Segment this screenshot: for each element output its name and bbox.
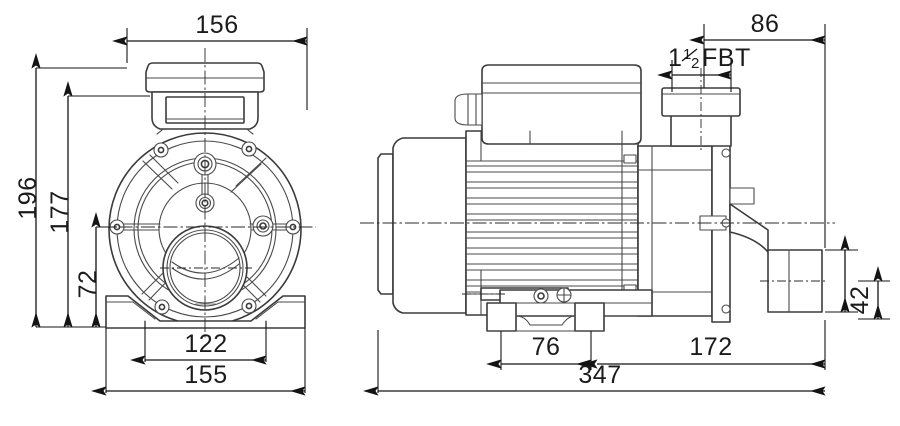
base-right-bevel bbox=[255, 301, 279, 320]
dim-label-347: 347 bbox=[578, 361, 621, 389]
side-view bbox=[360, 64, 835, 332]
foot-left bbox=[486, 302, 517, 332]
frame-lug-top bbox=[623, 154, 637, 164]
bolt-hole-ne-center bbox=[245, 145, 253, 153]
pump-flange-plate bbox=[711, 139, 731, 323]
dim-label-72: 72 bbox=[74, 270, 102, 299]
front-centerlines bbox=[96, 48, 316, 340]
rib-upper-right-b bbox=[230, 163, 262, 193]
side-terminal-box bbox=[454, 64, 642, 145]
pump-bolt-bottom bbox=[721, 304, 731, 314]
terminal-box-right-foot bbox=[246, 128, 254, 135]
bolt-hole-sw-center bbox=[158, 303, 166, 311]
front-view bbox=[96, 48, 316, 340]
drain-boss-inner bbox=[537, 292, 545, 300]
fbt-top-suffix: FBT bbox=[702, 44, 751, 72]
pump-adapter-body bbox=[637, 145, 713, 317]
side-pump-body bbox=[637, 139, 769, 323]
dim-label-fbt-top: 1 1 2 FBT bbox=[668, 44, 751, 72]
dim-label-86: 86 bbox=[751, 10, 780, 38]
side-view-dimensions: 86 1 1 2 FBT 1 1 2 FBT 42 bbox=[363, 10, 890, 396]
base-plate bbox=[105, 295, 306, 329]
side-rear-endbell bbox=[377, 137, 467, 314]
front-view-dimensions: 156 196 177 72 122 155 bbox=[14, 11, 308, 396]
foot-right bbox=[574, 302, 605, 332]
boss-right-inner bbox=[259, 222, 267, 230]
dim-label-155: 155 bbox=[184, 361, 227, 389]
terminal-box-left-foot bbox=[156, 128, 164, 135]
rib-upper-left-b bbox=[149, 154, 179, 184]
fbt-top-whole: 1 bbox=[668, 44, 682, 72]
rear-endbell-body bbox=[392, 137, 467, 314]
foot-web bbox=[515, 315, 576, 326]
dim-label-76: 76 bbox=[532, 333, 561, 361]
port-thread-arc-a bbox=[171, 257, 240, 274]
side-discharge-port bbox=[661, 68, 741, 150]
side-suction-port bbox=[760, 249, 828, 313]
pump-bolt-top bbox=[721, 148, 731, 158]
side-terminal-box-body bbox=[481, 64, 642, 145]
dim-label-42: 42 bbox=[846, 286, 874, 315]
pump-top-lug bbox=[729, 187, 755, 205]
front-base-feet bbox=[105, 295, 306, 329]
dim-label-177: 177 bbox=[46, 190, 74, 233]
fbt-top-frac-bar bbox=[681, 48, 698, 62]
bolt-hole-nw-center bbox=[157, 146, 165, 154]
fbt-top-denominator: 2 bbox=[691, 55, 699, 72]
fbt-top-numerator: 1 bbox=[683, 46, 691, 63]
rib-upper-right-a bbox=[235, 157, 267, 187]
dim-label-196: 196 bbox=[14, 176, 42, 219]
side-base-feet bbox=[462, 287, 653, 332]
dim-label-156: 156 bbox=[195, 11, 238, 39]
dim-label-172: 172 bbox=[689, 333, 732, 361]
dim-label-122: 122 bbox=[184, 330, 227, 358]
base-left-bevel bbox=[132, 301, 156, 320]
bolt-hole-se-center bbox=[245, 302, 253, 310]
rib-upper-left-a bbox=[142, 160, 173, 190]
rear-fan-cover-rim bbox=[377, 153, 394, 295]
